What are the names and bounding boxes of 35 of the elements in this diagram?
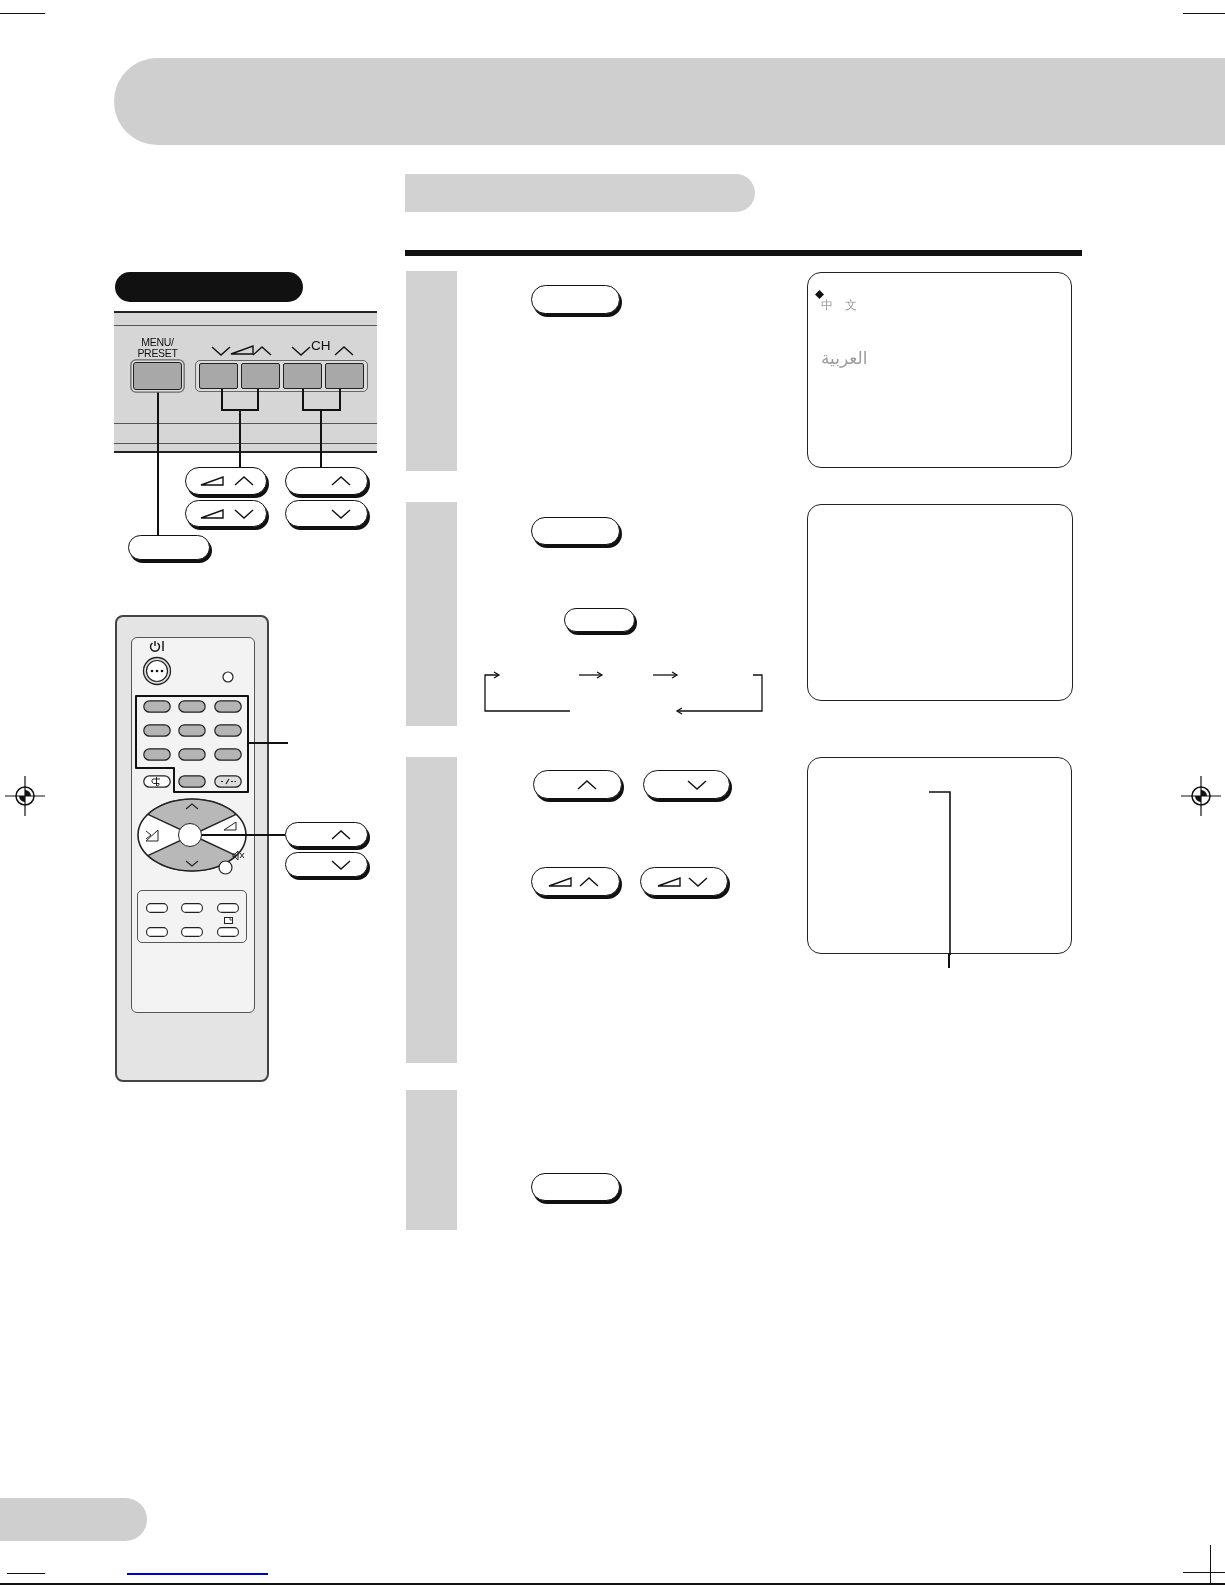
section-heading-bar: [405, 174, 755, 212]
menu-option: 中 文: [821, 298, 857, 313]
key-symbol: [643, 770, 730, 799]
leader-line: [248, 742, 289, 744]
key-symbol: [185, 500, 267, 527]
key-symbol: [531, 1173, 620, 1201]
key-symbol: [185, 467, 267, 495]
step-number-bar: [406, 502, 457, 726]
step-number-bar: [406, 271, 457, 471]
key-symbol: [640, 867, 728, 896]
button-label: MENU/ PRESET: [136, 337, 179, 358]
leader-line: [948, 953, 950, 969]
key-symbol: [564, 608, 635, 632]
tv-screen: [807, 504, 1073, 701]
key-symbol: [531, 867, 620, 896]
key-symbol: [285, 500, 368, 527]
front-panel-key: [325, 363, 364, 389]
key-symbol: [533, 770, 622, 799]
label-tab: [115, 272, 303, 302]
tv-screen: [807, 757, 1072, 954]
key-symbol: [285, 467, 368, 495]
channel-label: CH: [311, 339, 331, 354]
front-panel-key: [283, 363, 322, 389]
key-symbol: [128, 535, 210, 560]
key-symbol: [285, 852, 368, 877]
step-number-bar: [406, 757, 457, 1063]
front-panel-key: [199, 363, 238, 389]
key-symbol: [531, 285, 620, 314]
key-symbol: [531, 517, 620, 545]
step-number-bar: [406, 1090, 457, 1230]
keypad-outline: [135, 695, 249, 793]
front-panel-key: [241, 363, 280, 389]
menu-option: العربية: [821, 348, 868, 369]
tv-screen: [807, 272, 1072, 468]
key-symbol: [285, 822, 368, 847]
